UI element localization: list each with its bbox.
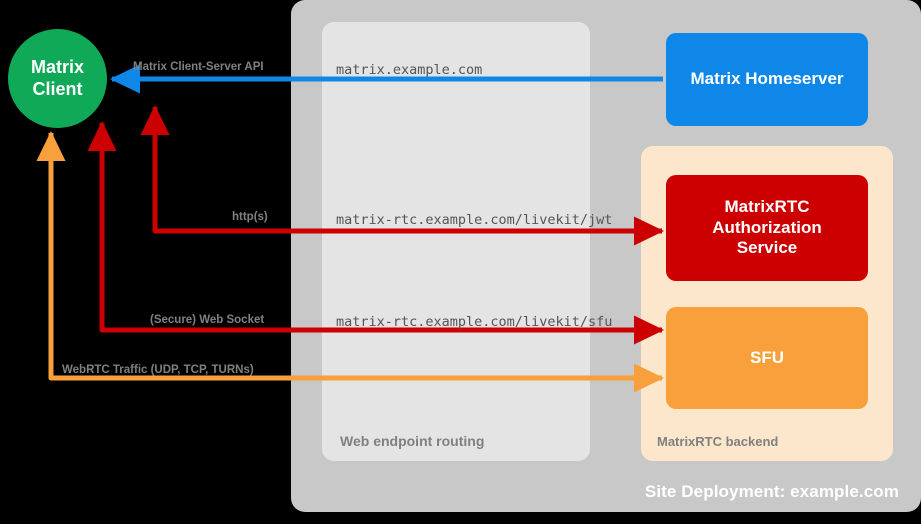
sfu-label: SFU xyxy=(750,347,784,367)
node-sfu[interactable]: SFU xyxy=(666,307,868,409)
flow-label-http: http(s) xyxy=(232,211,268,223)
arrow-webrtc-client-return xyxy=(36,130,293,381)
node-matrix-homeserver[interactable]: Matrix Homeserver xyxy=(666,33,868,126)
endpoint-livekit-sfu: matrix-rtc.example.com/livekit/sfu xyxy=(336,314,613,330)
matrix-client-label-line2: Client xyxy=(32,78,83,99)
auth-service-label-line1: MatrixRTC xyxy=(724,197,810,217)
matrix-client-label-line1: Matrix xyxy=(30,57,84,78)
endpoint-matrix-example-com: matrix.example.com xyxy=(336,62,483,78)
flow-label-client-server-api: Matrix Client-Server API xyxy=(133,61,264,73)
flow-label-web-socket: (Secure) Web Socket xyxy=(150,314,265,326)
site-deployment-label: Site Deployment: example.com xyxy=(644,482,899,501)
flow-label-webrtc-traffic: WebRTC Traffic (UDP, TCP, TURNs) xyxy=(62,364,254,376)
arrow-websocket-client-return xyxy=(87,120,293,333)
matrix-homeserver-label: Matrix Homeserver xyxy=(690,69,844,89)
web-endpoint-routing-label: Web endpoint routing xyxy=(340,433,485,449)
web-endpoint-routing-container: Web endpoint routing xyxy=(322,22,590,461)
auth-service-label-line2: Authorization xyxy=(712,217,822,237)
matrixrtc-backend-label: MatrixRTC backend xyxy=(657,434,779,449)
auth-service-label-line3: Service xyxy=(736,238,798,258)
node-matrixrtc-authorization-service[interactable]: MatrixRTC Authorization Service xyxy=(666,175,868,281)
arrow-http-client-return xyxy=(140,104,293,234)
endpoint-livekit-jwt: matrix-rtc.example.com/livekit/jwt xyxy=(336,212,613,228)
node-matrix-client[interactable]: Matrix Client xyxy=(8,29,107,128)
